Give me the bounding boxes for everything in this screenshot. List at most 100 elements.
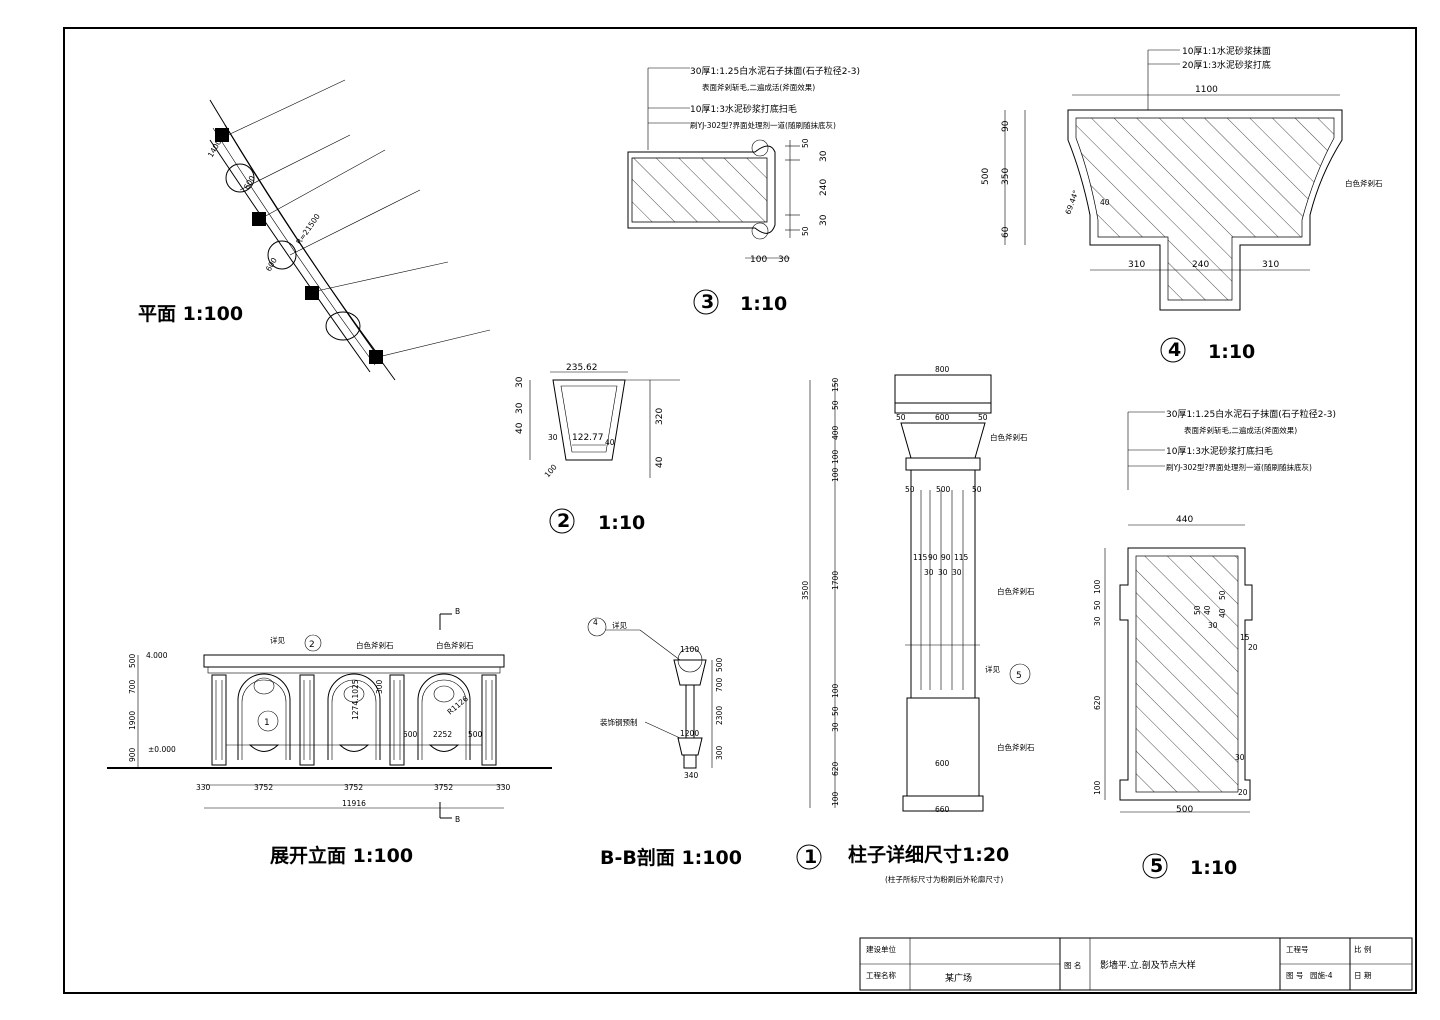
dim-text: 100 — [831, 683, 840, 698]
dim-text: 330 — [196, 783, 211, 792]
detail-scale: 1:10 — [1190, 857, 1237, 879]
dim-text: 330 — [496, 783, 511, 792]
callout-num: 1 — [264, 718, 270, 728]
dim-text: 100 — [543, 462, 559, 479]
dim-text: 69.44° — [1063, 189, 1080, 216]
dim-text: 11916 — [342, 799, 366, 808]
dim-text: 2252 — [433, 730, 452, 739]
note-text: 10厚1:1水泥砂浆抹面 — [1182, 45, 1271, 57]
dim-text: 30 — [1235, 753, 1245, 762]
dim-text: 30 — [515, 376, 525, 388]
dim-text: 30 — [831, 722, 840, 732]
dim-text: 150 — [831, 377, 840, 392]
dim-text: 40 — [1100, 198, 1110, 207]
dim-text: 300 — [715, 745, 724, 760]
dim-text: 30 — [515, 402, 525, 414]
note-text: 30厚1:1.25白水泥石子抹面(石子粒径2-3) — [690, 65, 860, 77]
dim-text: 30 — [778, 255, 790, 265]
detail-4: 10厚1:1水泥砂浆抹面 20厚1:3水泥砂浆打底 1100 90 350 60… — [981, 45, 1383, 363]
detail-marker — [1160, 337, 1186, 363]
dim-text: 1200 — [680, 729, 699, 738]
dim-text: 440 — [1176, 515, 1193, 525]
dim-text: 40 — [1218, 608, 1227, 618]
dim-text: 100 — [831, 467, 840, 482]
material-label: 白色斧剁石 — [436, 640, 474, 650]
dim-text: 310 — [1128, 260, 1145, 270]
callout-label: 详见 — [612, 620, 627, 630]
dim-text: 30 — [819, 214, 829, 226]
tb-label: 图 名 — [1064, 960, 1081, 970]
elevation-title: 展开立面 1:100 — [270, 844, 413, 867]
sheet-border — [63, 27, 1417, 994]
detail-marker-num: 3 — [701, 291, 714, 313]
dim-text: 3500 — [801, 581, 810, 600]
dim-text: 500 — [468, 730, 483, 739]
detail-3: 30厚1:1.25白水泥石子抹面(石子粒径2-3) 表面斧剁斩毛,二遍成活(斧面… — [627, 65, 860, 315]
dim-text: 50 — [978, 413, 988, 422]
dim-text: 30 — [1208, 621, 1218, 630]
column-detail: 800 50 600 50 白色斧剁石 50 500 50 115 90 90 … — [796, 365, 1035, 884]
detail-marker-num: 1 — [804, 846, 817, 868]
dim-text: 40 — [1203, 605, 1212, 615]
dim-text: 30 — [952, 568, 962, 577]
material-label: 白色斧剁石 — [990, 432, 1028, 442]
dim-text: 30 — [548, 433, 558, 442]
dim-text: 50 — [831, 706, 840, 716]
plan-column — [369, 350, 383, 364]
dim-text: 100 — [1093, 579, 1102, 594]
dim-text: 50 — [972, 485, 982, 494]
detail-marker-num: 4 — [1168, 339, 1181, 361]
detail-marker — [796, 844, 822, 870]
dim-text: 50 — [905, 485, 915, 494]
section-title: B-B剖面 1:100 — [600, 846, 742, 869]
dim-text: 3752 — [254, 783, 273, 792]
dim-text: 60 — [1001, 226, 1011, 238]
dim-text: 100 — [831, 449, 840, 464]
dim-text: 20 — [1238, 788, 1248, 797]
tb-drawing-name: 影墙平.立.剖及节点大样 — [1100, 959, 1196, 971]
detail-marker-num: 2 — [557, 510, 570, 532]
column-note: (柱子所标尺寸为粉刷后外轮廓尺寸) — [885, 874, 1003, 884]
material-label: 白色斧剁石 — [997, 742, 1035, 752]
dim-text: 310 — [1262, 260, 1279, 270]
dim-text: 40 — [605, 438, 615, 447]
dim-text: 122.77 — [572, 433, 604, 443]
callout-label: 详见 — [985, 664, 1000, 674]
dim-text: 620 — [1093, 695, 1102, 710]
dim-text: 100 — [1093, 780, 1102, 795]
dim-text: R1126 — [446, 694, 471, 717]
dim-text: 700 — [128, 679, 137, 694]
dim-text: 90 — [928, 553, 938, 562]
dim-text: 240 — [819, 179, 829, 196]
tb-label: 工程名称 — [866, 970, 896, 980]
detail-5: 30厚1:1.25白水泥石子抹面(石子粒径2-3) 表面斧剁斩毛,二遍成活(斧面… — [1093, 408, 1336, 879]
callout-num: 5 — [1016, 671, 1022, 681]
note-text: 10厚1:3水泥砂浆打底扫毛 — [690, 103, 797, 115]
material-label: 白色斧剁石 — [356, 640, 394, 650]
plan-column — [252, 212, 266, 226]
dim-text: 1900 — [128, 711, 137, 730]
dim-text: 1274.1025 — [351, 679, 360, 720]
detail-marker-num: 5 — [1150, 855, 1163, 877]
dim-text: 340 — [684, 771, 699, 780]
elevation-view: 详见 2 白色斧剁石 白色斧剁石 B B 1 1274.1025 300 R11… — [107, 607, 552, 867]
dim-text: 50 — [1218, 590, 1227, 600]
detail-marker — [549, 508, 575, 534]
tb-label: 比 例 — [1354, 944, 1371, 954]
dim-text: 30 — [924, 568, 934, 577]
dim-text: 320 — [655, 408, 665, 425]
section-bb: 4 详见 装饰钢预制 1100 1200 340 500 700 2300 30… — [587, 617, 742, 869]
tb-label: 日 期 — [1354, 971, 1371, 980]
dim-text: 1100 — [680, 645, 699, 654]
dim-text: 300 — [375, 679, 384, 694]
detail-marker — [1142, 853, 1168, 879]
detail-marker — [693, 289, 719, 315]
dim-text: 500 — [715, 657, 724, 672]
column-title: 柱子详细尺寸1:20 — [848, 843, 1009, 866]
dim-text: 900 — [128, 747, 137, 762]
plan-column — [305, 286, 319, 300]
tb-label: 建设单位 — [866, 944, 896, 954]
callout-num: 4 — [593, 618, 598, 627]
dim-text: 30 — [938, 568, 948, 577]
